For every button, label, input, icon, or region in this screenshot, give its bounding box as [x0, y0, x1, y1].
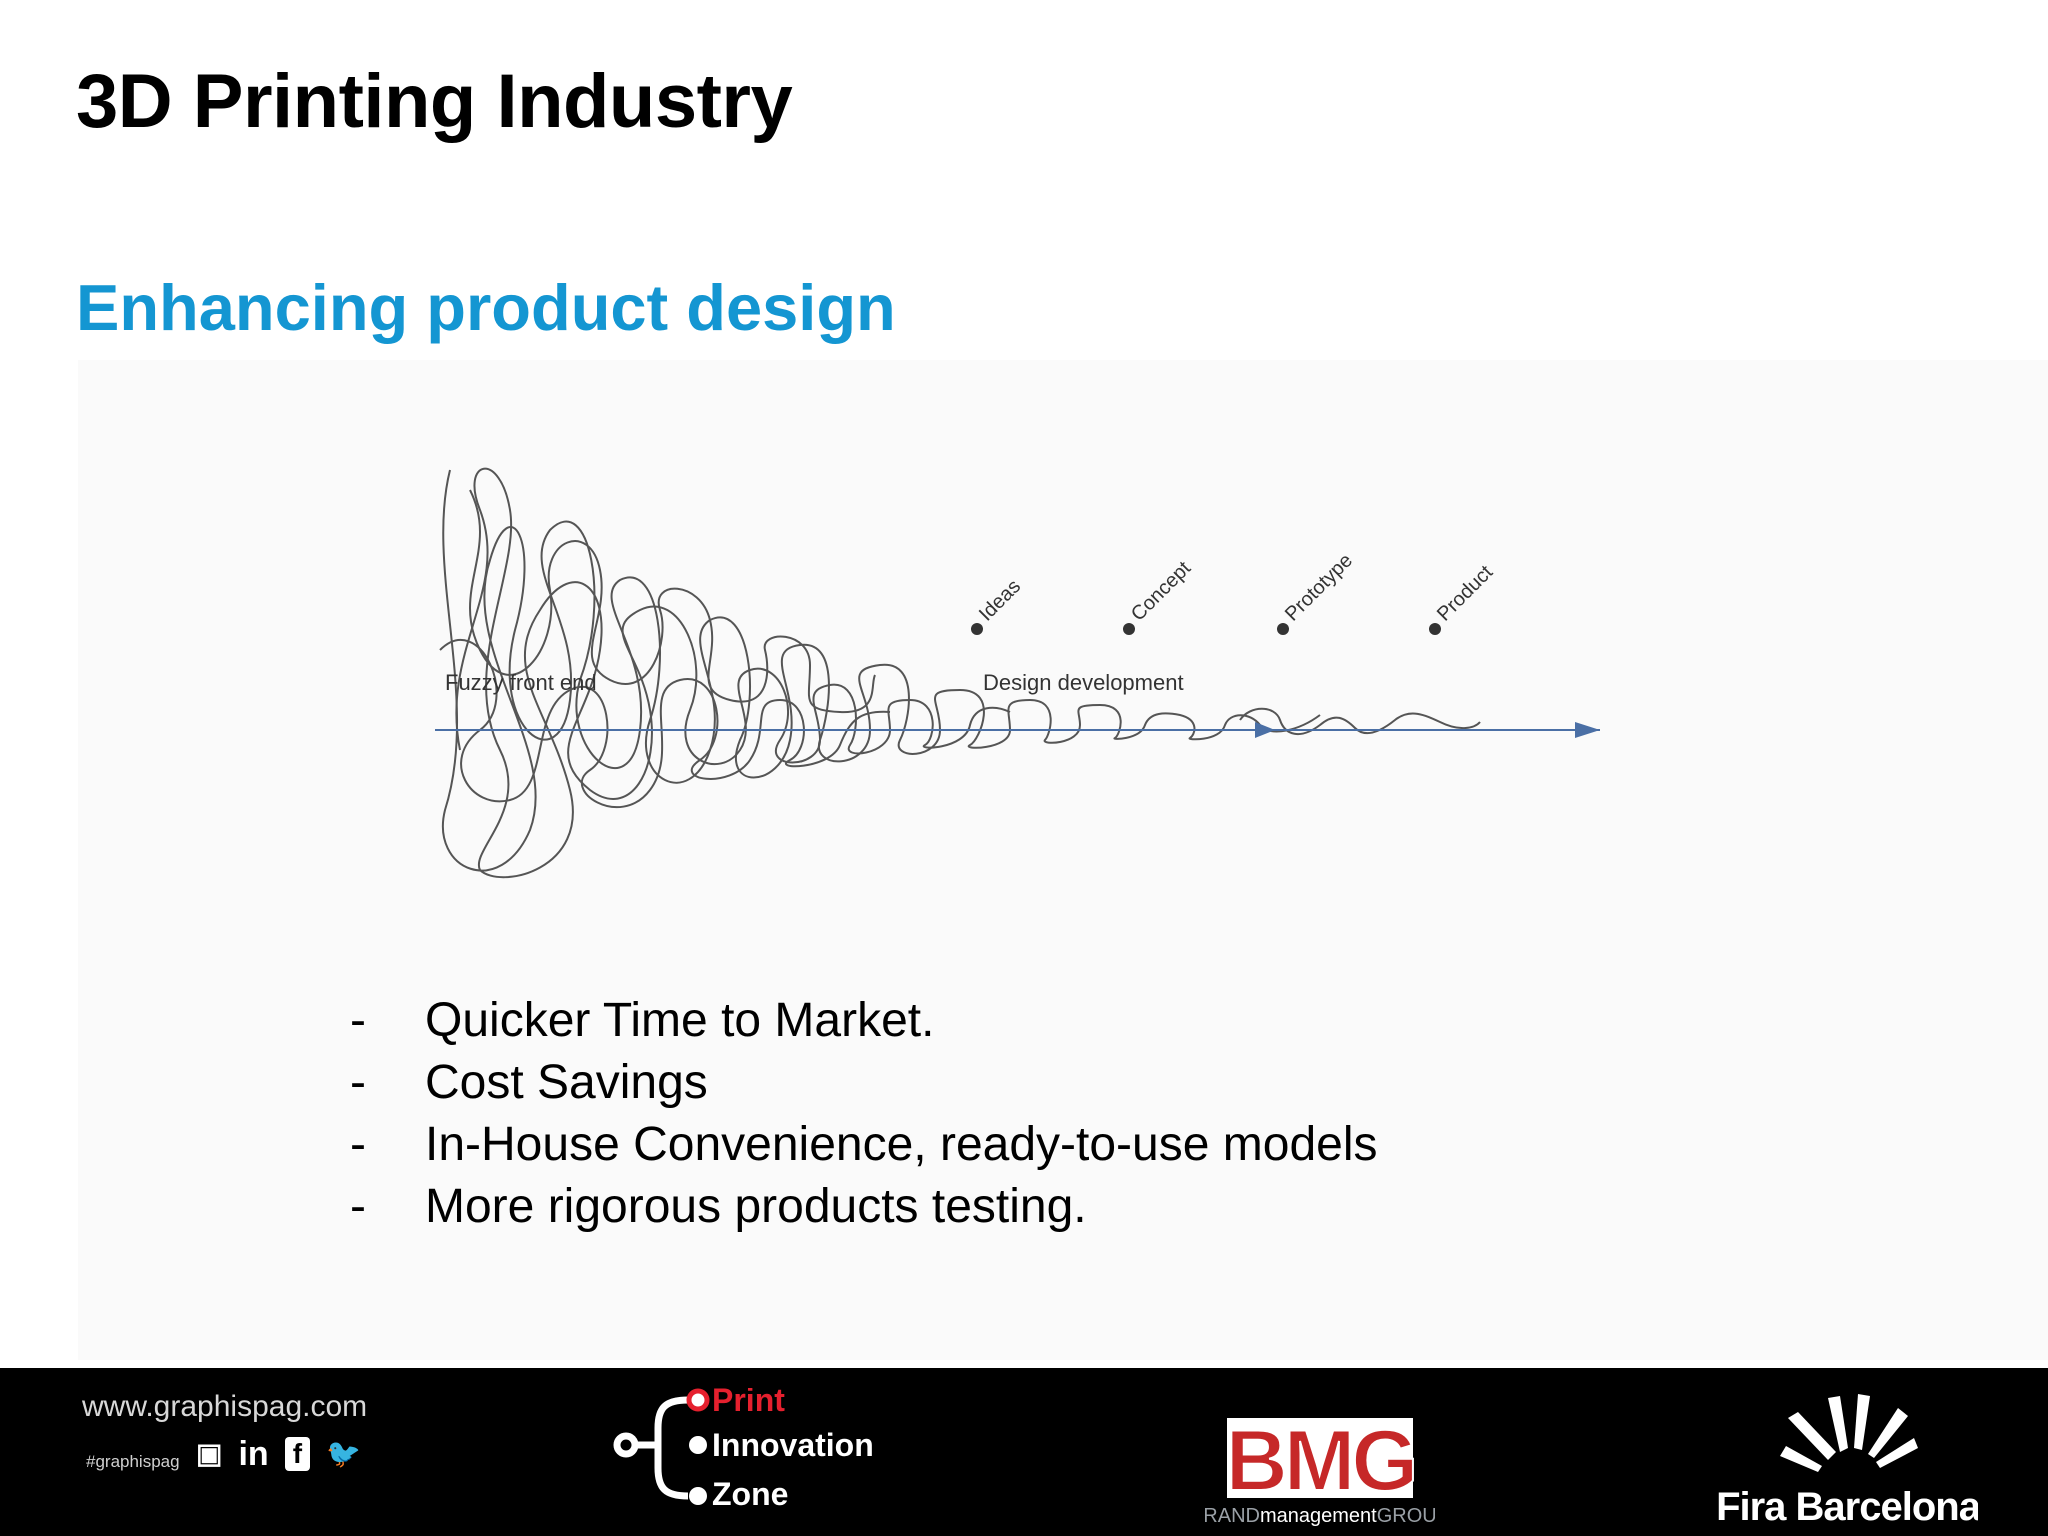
- innovation-dot: [689, 1436, 707, 1454]
- bullet-dash: -: [350, 994, 366, 1047]
- milestone-dot: [971, 623, 983, 635]
- milestone-dot: [1429, 623, 1441, 635]
- list-item-text: Quicker Time to Market.: [425, 994, 935, 1047]
- milestone-label: Ideas: [975, 575, 1025, 625]
- milestone-dot: [1277, 623, 1289, 635]
- page-subtitle: Enhancing product design: [76, 271, 896, 344]
- list-item-text: More rigorous products testing.: [425, 1180, 1087, 1233]
- zone-text: Zone: [712, 1476, 788, 1512]
- zone-dot: [689, 1487, 707, 1505]
- milestone-label: Concept: [1127, 557, 1196, 626]
- bullet-dash: -: [350, 1118, 366, 1171]
- circuit-icon: [613, 1396, 689, 1500]
- list-item: - Quicker Time to Market.: [340, 990, 1378, 1052]
- bmg-logo-background: [1227, 1418, 1413, 1498]
- website-link[interactable]: www.graphispag.com: [82, 1390, 368, 1423]
- facebook-icon[interactable]: f: [284, 1437, 311, 1471]
- bmg-tagline: BRANDmanagementGROUP: [1205, 1505, 1435, 1527]
- fira-emblem-icon: [1780, 1394, 1918, 1472]
- milestone-prototype: Prototype: [1277, 549, 1357, 635]
- print-dot: [686, 1388, 710, 1412]
- bmg-letters: BMG: [1226, 1413, 1415, 1509]
- milestone-label: Product: [1433, 561, 1498, 626]
- design-development-label: Design development: [983, 670, 1184, 695]
- scribble-lines: [439, 467, 1481, 879]
- print-text: Print: [712, 1388, 785, 1418]
- print-innovation-zone-logo: Print Innovation Zone: [613, 1388, 874, 1512]
- benefits-list: - Quicker Time to Market. - Cost Savings -…: [340, 990, 1378, 1238]
- youtube-icon[interactable]: ▣: [196, 1438, 223, 1469]
- design-process-diagram: Fuzzy front end Design development Ideas…: [435, 467, 1600, 879]
- bmg-logo: BMG BRANDmanagementGROUP: [1205, 1412, 1435, 1527]
- social-icons: ▣ in f 🐦: [196, 1434, 361, 1474]
- linkedin-icon[interactable]: in: [238, 1435, 269, 1473]
- tagline-brand: BRAND: [1205, 1505, 1260, 1527]
- bullet-dash: -: [350, 1056, 366, 1109]
- fuzzy-front-end-label: Fuzzy front end: [445, 670, 597, 695]
- milestone-product: Product: [1429, 561, 1498, 635]
- innovation-text: Innovation: [712, 1427, 874, 1463]
- axis-mid-arrowhead: [1255, 722, 1275, 738]
- page-title: 3D Printing Industry: [76, 59, 793, 144]
- footer-bar: www.graphispag.com #graphispag ▣ in f 🐦 …: [0, 1368, 2048, 1536]
- hashtag-text: #graphispag: [86, 1452, 180, 1471]
- axis-end-arrowhead: [1575, 722, 1600, 738]
- slide-content-background: [78, 360, 2048, 1360]
- list-item-text: In-House Convenience, ready-to-use model…: [425, 1118, 1378, 1171]
- milestone-ideas: Ideas: [971, 575, 1025, 635]
- fira-text: Fira Barcelona: [1718, 1485, 1978, 1529]
- list-item: - Cost Savings: [340, 1052, 1378, 1114]
- tagline-management: management: [1260, 1505, 1377, 1527]
- list-item: - More rigorous products testing.: [340, 1176, 1378, 1238]
- milestone-label: Prototype: [1281, 549, 1357, 625]
- list-item-text: Cost Savings: [425, 1056, 708, 1109]
- bullet-dash: -: [350, 1180, 366, 1233]
- milestone-concept: Concept: [1123, 557, 1196, 635]
- twitter-icon[interactable]: 🐦: [326, 1438, 361, 1469]
- list-item: - In-House Convenience, ready-to-use mode…: [340, 1114, 1378, 1176]
- fira-barcelona-logo: Fira Barcelona: [1718, 1394, 1978, 1529]
- tagline-group: GROUP: [1377, 1505, 1435, 1527]
- milestone-dot: [1123, 623, 1135, 635]
